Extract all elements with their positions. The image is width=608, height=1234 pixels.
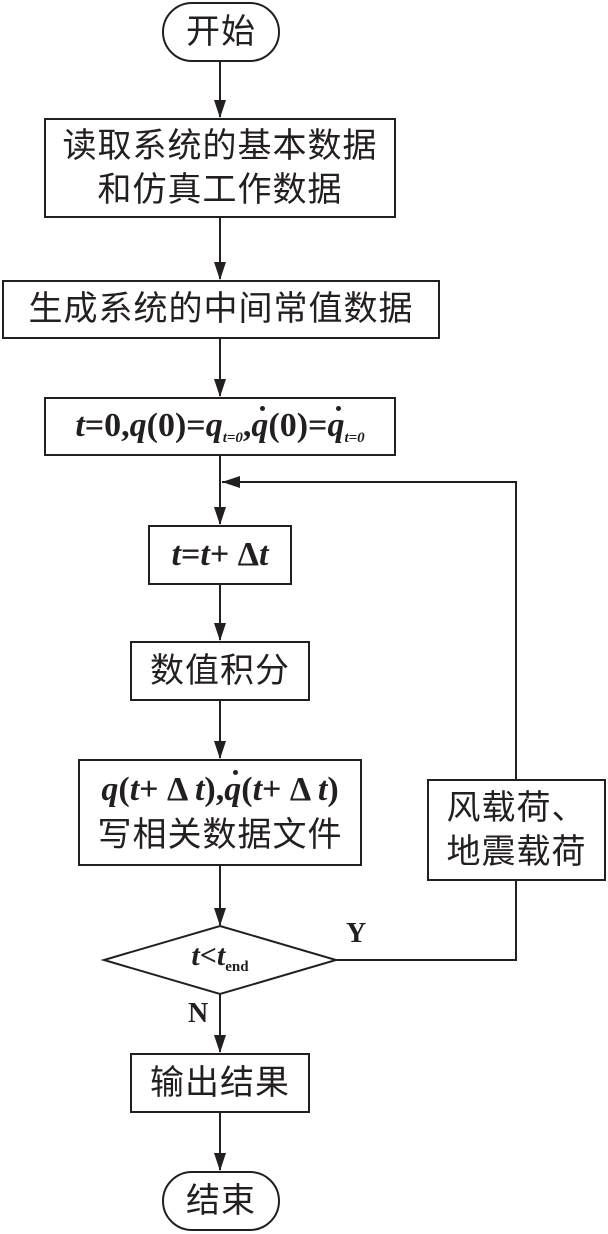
- init-qdot-sub: t=0: [344, 430, 365, 447]
- step-t1: t: [171, 535, 181, 573]
- time-step-node: t=t+ Δt: [148, 525, 292, 585]
- write-results-node: q(t+ Δ t),q(t+ Δ t) 写相关数据文件: [78, 759, 362, 866]
- start-label: 开始: [186, 11, 256, 52]
- init-comma: ,: [242, 407, 252, 445]
- numerical-integration-label: 数值积分: [150, 650, 290, 691]
- dec-tend: t: [216, 938, 226, 972]
- w-t: t: [129, 771, 140, 809]
- arrowhead: [214, 262, 226, 280]
- dec-t: t: [191, 938, 200, 972]
- arrowhead: [214, 623, 226, 641]
- loads-line1: 风载荷、: [446, 787, 587, 828]
- init-eq0: =0,: [84, 407, 130, 445]
- yes-label: Y: [346, 918, 367, 949]
- w-plus-delta: + Δ: [139, 771, 195, 809]
- read-data-node: 读取系统的基本数据 和仿真工作数据: [44, 118, 396, 218]
- w-q: q: [101, 771, 119, 809]
- arrowhead: [214, 741, 226, 759]
- loads-node: 风载荷、 地震载荷: [427, 779, 606, 881]
- decision-condition: t<tend: [100, 912, 340, 1002]
- arrowhead: [222, 476, 240, 488]
- end-label: 结束: [186, 1180, 256, 1221]
- w-close2: ): [327, 771, 339, 809]
- arrowhead: [214, 1035, 226, 1053]
- read-data-line1: 读取系统的基本数据: [62, 125, 378, 166]
- output-results-node: 输出结果: [130, 1053, 310, 1113]
- step-eq: =: [180, 535, 201, 573]
- init-qdot: q: [251, 404, 268, 448]
- w-plus-delta2: + Δ: [262, 771, 318, 809]
- generate-constants-label: 生成系统的中间常值数据: [28, 289, 414, 330]
- init-q: q: [129, 407, 147, 445]
- arrowhead: [214, 379, 226, 397]
- init-paren-b: (0)=: [268, 407, 328, 445]
- numerical-integration-node: 数值积分: [130, 641, 310, 701]
- edge-loads-to-step-loop: [222, 481, 517, 779]
- arrowhead: [214, 100, 226, 118]
- generate-constants-node: 生成系统的中间常值数据: [2, 280, 440, 339]
- dec-lt: <: [199, 938, 217, 972]
- w-paren: (: [118, 771, 130, 809]
- dec-sub: end: [225, 958, 249, 975]
- arrowhead: [214, 507, 226, 525]
- arrowhead: [214, 1153, 226, 1171]
- init-t: t: [75, 407, 85, 445]
- w-qdot: q: [224, 768, 241, 812]
- w-close: ),: [204, 771, 225, 809]
- loads-line2: 地震载荷: [446, 832, 587, 872]
- edge-decision-yes-to-loads: [336, 880, 517, 961]
- read-data-line2: 和仿真工作数据: [97, 170, 343, 210]
- w-t3: t: [252, 771, 263, 809]
- initial-conditions-node: t=0,q(0)=qt=0,q(0)=qt=0: [44, 397, 396, 456]
- init-paren: (0)=: [146, 407, 206, 445]
- write-label: 写相关数据文件: [97, 814, 343, 855]
- write-formula: q(t+ Δ t),q(t+ Δ t): [101, 768, 339, 812]
- init-qdot-rhs: q: [327, 404, 344, 448]
- init-q-sub: t=0: [222, 430, 243, 447]
- w-paren2: (: [241, 771, 253, 809]
- w-t2: t: [194, 771, 205, 809]
- step-t2: t: [200, 535, 210, 573]
- arrowhead: [214, 908, 226, 926]
- step-plus-delta: + Δ: [209, 535, 260, 573]
- end-node: 结束: [162, 1171, 280, 1231]
- w-t4: t: [317, 771, 328, 809]
- output-results-label: 输出结果: [150, 1062, 290, 1103]
- init-q-rhs: q: [205, 407, 223, 445]
- step-t3: t: [259, 535, 269, 573]
- no-label: N: [188, 998, 209, 1029]
- start-node: 开始: [162, 2, 280, 62]
